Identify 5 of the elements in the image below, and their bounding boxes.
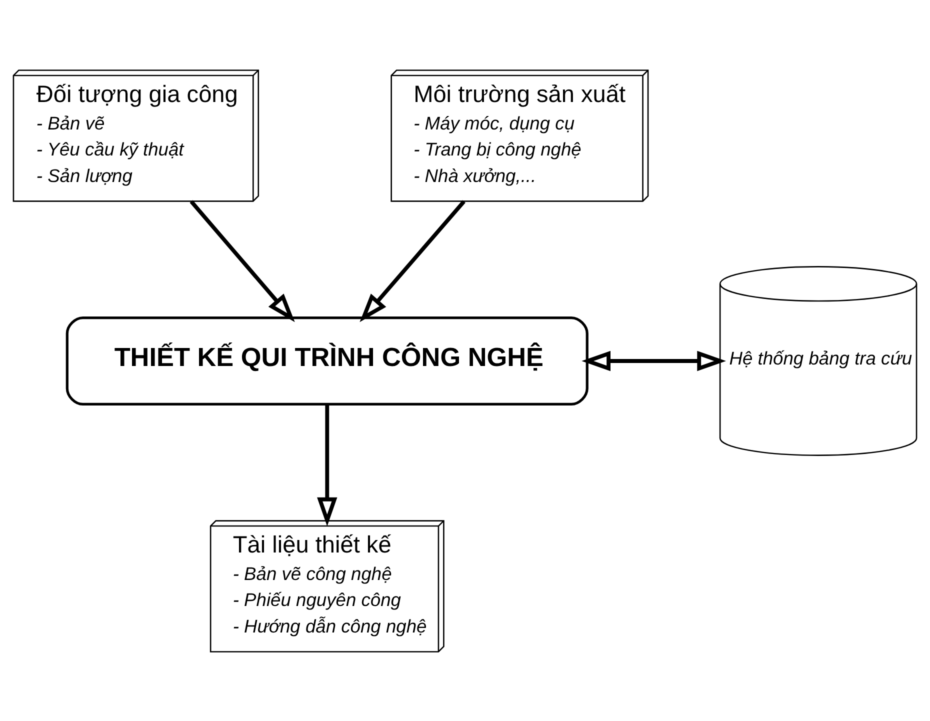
arrow xyxy=(582,350,726,371)
arrow xyxy=(360,200,466,322)
node-box: THIẾT KẾ QUI TRÌNH CÔNG NGHỆ xyxy=(66,316,588,406)
arrow xyxy=(190,200,295,322)
arrow xyxy=(317,404,338,526)
